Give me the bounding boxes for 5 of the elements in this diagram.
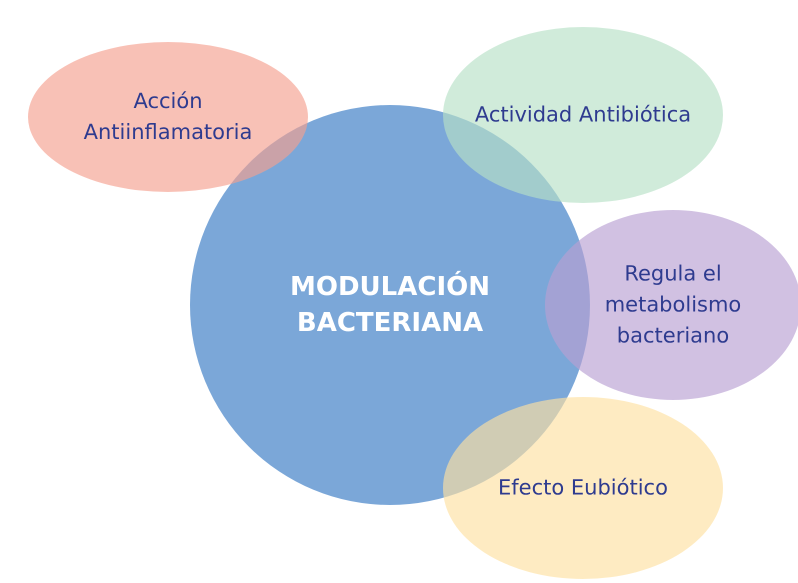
bubble-label: Regula el metabolismo bacteriano: [604, 260, 742, 350]
bubble-label: Actividad Antibiótica: [474, 102, 692, 128]
bubble-label: Efecto Eubiótico: [497, 474, 669, 502]
central-title: MODULACIÓN BACTERIANA: [289, 270, 491, 340]
bubble-label: Acción Antiinflamatoria: [82, 88, 254, 146]
